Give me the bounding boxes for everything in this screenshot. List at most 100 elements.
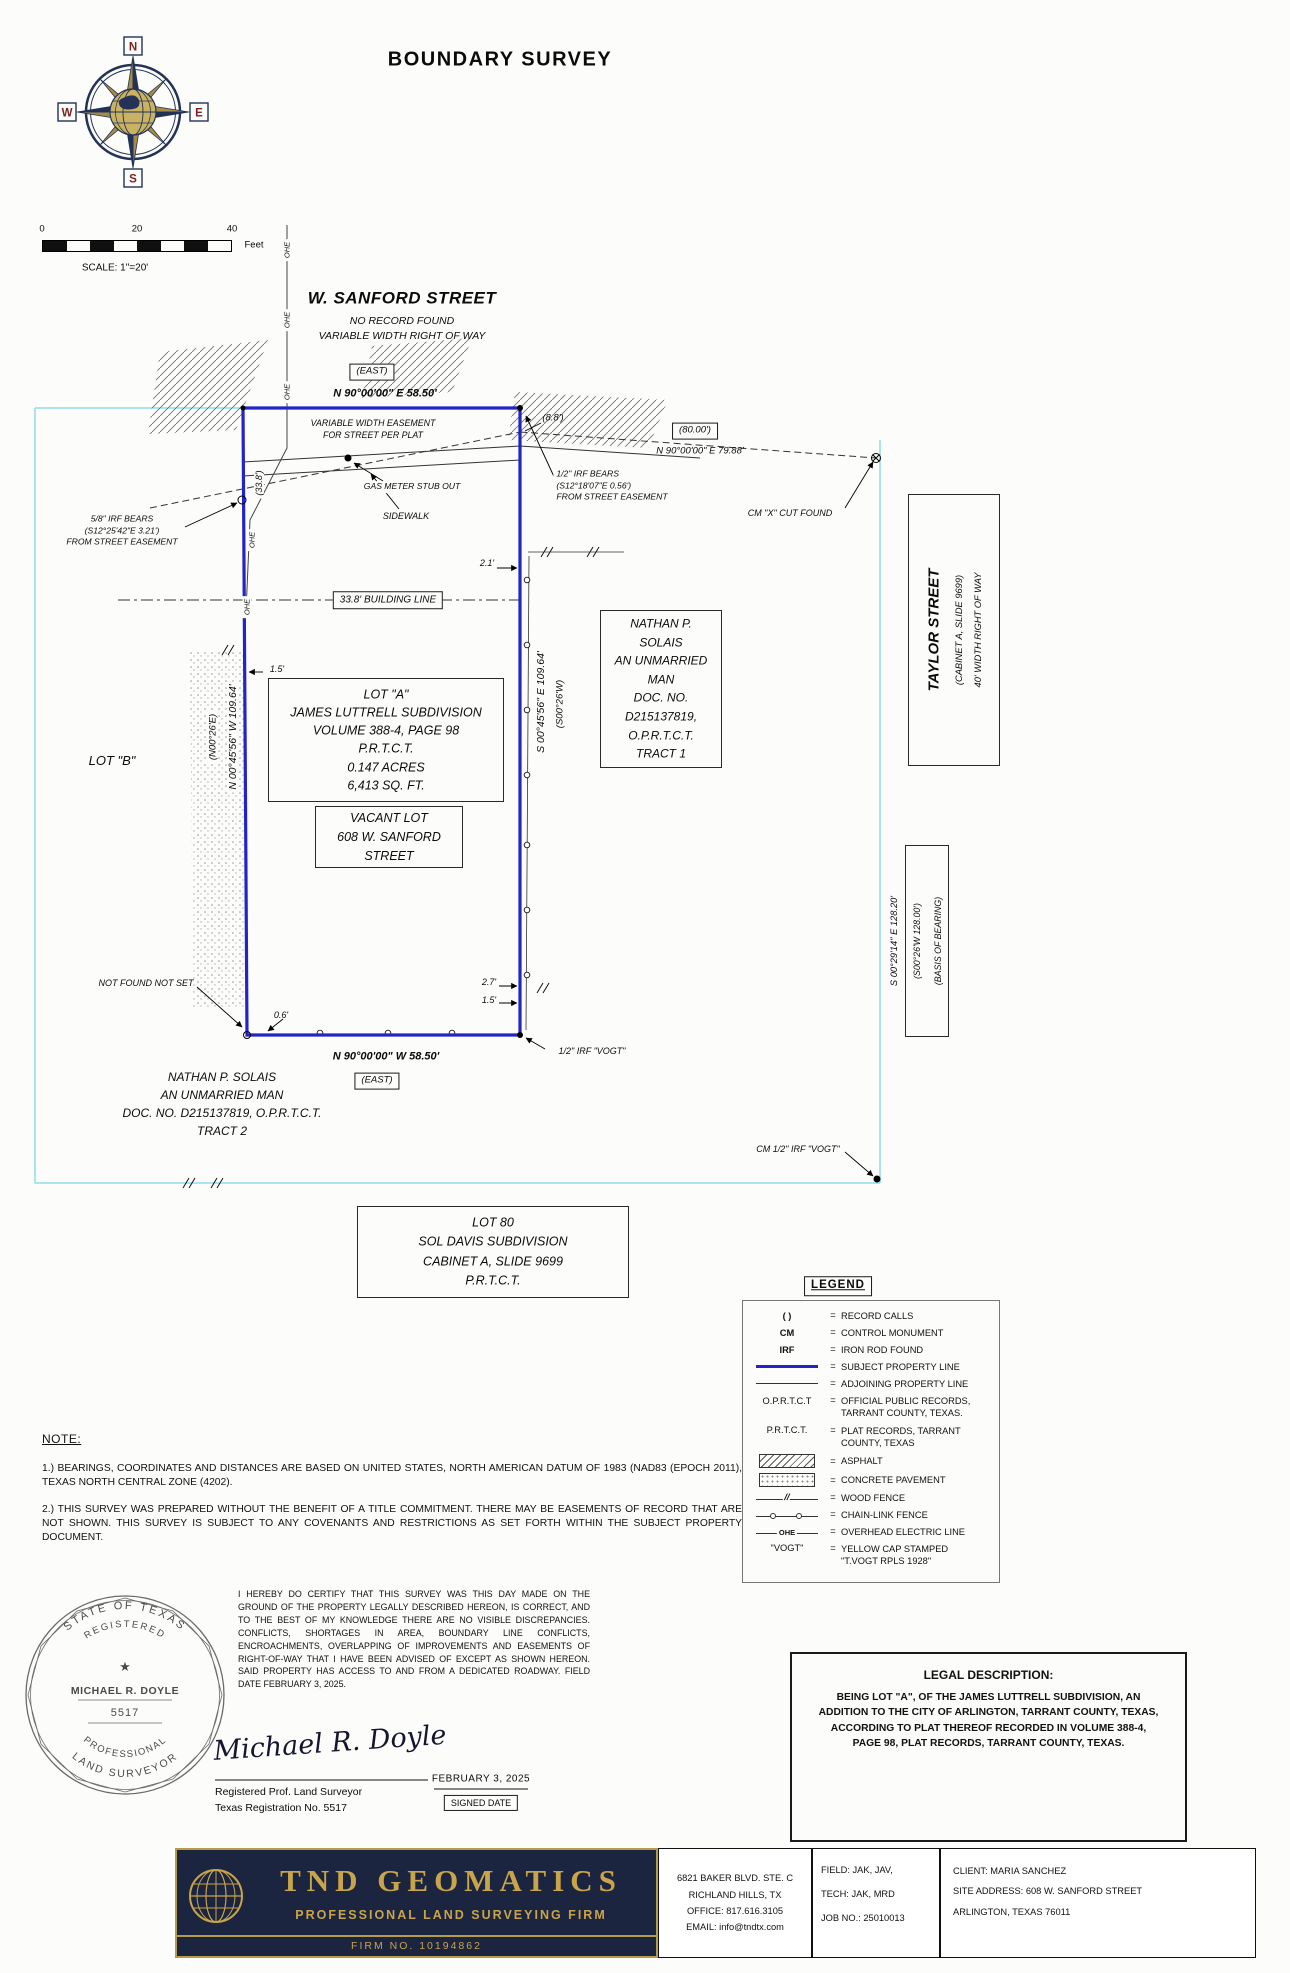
east-offset-dim-21: 2.1'	[479, 557, 495, 568]
west-boundary-bearing: N 00°45'56" W 109.64'	[227, 681, 239, 793]
south-line-record-call: (EAST)	[354, 1072, 400, 1090]
stamp-name: MICHAEL R. DOYLE	[71, 1685, 179, 1697]
lot80-box	[357, 1206, 629, 1298]
taylor-street-name: TAYLOR STREET	[925, 568, 943, 692]
tract1-text: NATHAN P. SOLAIS AN UNMARRIED MAN DOC. N…	[614, 616, 708, 761]
north-line-record-call: (EAST)	[349, 363, 395, 381]
street-sub1: NO RECORD FOUND	[349, 314, 455, 327]
scale-unit: Feet	[244, 239, 264, 251]
scale-tick-40: 40	[226, 223, 238, 235]
legend: ( ) = RECORD CALLS CM = CONTROL MONUMENT…	[742, 1300, 1000, 1584]
legal-title: LEGAL DESCRIPTION:	[923, 1668, 1054, 1682]
compass-w: W	[62, 108, 73, 120]
vacant-lot-text: VACANT LOT 608 W. SANFORD STREET	[337, 810, 441, 863]
svg-text:STATE OF TEXAS: STATE OF TEXAS	[62, 1600, 189, 1634]
note-2: 2.) THIS SURVEY WAS PREPARED WITHOUT THE…	[42, 1503, 742, 1543]
footer-address-cell: 6821 BAKER BLVD. STE. C RICHLAND HILLS, …	[658, 1848, 812, 1958]
scale-tick-20: 20	[131, 223, 143, 235]
lot-a-text: LOT "A" JAMES LUTTRELL SUBDIVISION VOLUM…	[290, 687, 482, 793]
adjoining-line-swatch	[756, 1383, 818, 1385]
svg-text:LAND SURVEYOR: LAND SURVEYOR	[70, 1750, 180, 1780]
ohe-label: OHE	[247, 528, 257, 552]
compass-n: N	[129, 42, 137, 54]
asphalt-swatch	[759, 1453, 815, 1468]
firm-name: TND GEOMATICS	[280, 1863, 622, 1898]
svg-text:PROFESSIONAL: PROFESSIONAL	[81, 1735, 169, 1761]
sw-offset-dim: 0.6'	[273, 1009, 289, 1020]
legend-item-asphalt: = ASPHALT	[749, 1453, 993, 1468]
taylor-street-cabinet: (CABINET A, SLIDE 9699)	[954, 574, 964, 686]
east-boundary-record: (S00°26'W)	[554, 676, 566, 732]
building-line-label: 33.8' BUILDING LINE	[332, 591, 444, 609]
concrete-swatch	[759, 1472, 815, 1487]
compass-rose: N E W S	[57, 36, 209, 188]
notes-section: NOTE: 1.) BEARINGS, COORDINATES AND DIST…	[42, 1432, 742, 1544]
firm-tagline: PROFESSIONAL LAND SURVEYING FIRM	[295, 1908, 607, 1922]
sidewalk-label: SIDEWALK	[379, 509, 433, 523]
legal-description-box: LEGAL DESCRIPTION: BEING LOT "A", OF THE…	[790, 1652, 1187, 1842]
surveyor-signature: Michael R. Doyle	[212, 1719, 448, 1767]
footer-client-cell: CLIENT: MARIA SANCHEZ SITE ADDRESS: 608 …	[940, 1848, 1256, 1958]
west-boundary-record: (N00°26'E)	[207, 710, 219, 764]
legend-item-overhead-electric: OHE = OVERHEAD ELECTRIC LINE	[749, 1526, 993, 1538]
legend-item-control-monument: CM = CONTROL MONUMENT	[779, 1327, 944, 1339]
surveyor-seal: STATE OF TEXAS REGISTERED PROFESSIONAL L…	[25, 1595, 225, 1795]
signature-registration: Texas Registration No. 5517	[215, 1801, 347, 1814]
stamp-arc-top: STATE OF TEXAS	[62, 1600, 186, 1634]
notes-title: NOTE:	[42, 1432, 82, 1446]
legend-title: LEGEND	[804, 1276, 872, 1296]
stamp-number: 5517	[111, 1707, 139, 1719]
legend-item-record-calls: ( ) = RECORD CALLS	[749, 1310, 993, 1322]
not-found-note: NOT FOUND NOT SET	[98, 977, 194, 988]
basis-of-bearing-box	[905, 845, 949, 1037]
legend-item-concrete: = CONCRETE PAVEMENT	[749, 1472, 993, 1487]
stamp-arc-registered: REGISTERED	[82, 1619, 165, 1642]
overhead-electric-line	[245, 225, 288, 613]
legend-sym: ( )	[782, 1310, 792, 1321]
taylor-street-row: 40' WIDTH RIGHT OF WAY	[973, 572, 983, 688]
irf-nw-note: 5/8" IRF BEARS (S12°25'42"E 3.21') FROM …	[66, 513, 178, 547]
irf-vogt-note: 1/2" IRF "VOGT"	[555, 1044, 629, 1058]
lot-b-label: LOT "B"	[88, 753, 136, 769]
scale-tick-0: 0	[39, 223, 45, 235]
se-offset-dim-15: 1.5'	[481, 994, 497, 1005]
basis-bearing: S 00°29'14" E 128.20'	[889, 895, 899, 987]
certification-text: I HEREBY DO CERTIFY THAT THIS SURVEY WAS…	[238, 1589, 590, 1690]
footer-field-cell: FIELD: JAK, JAV, TECH: JAK, MRD JOB NO.:…	[812, 1848, 940, 1958]
ohe-label: OHE	[282, 238, 292, 262]
legend-item-chain-link-fence: = CHAIN-LINK FENCE	[749, 1509, 993, 1521]
ohe-swatch: OHE	[756, 1528, 818, 1538]
compass-globe-icon	[109, 88, 157, 136]
tract2-text: NATHAN P. SOLAIS AN UNMARRIED MAN DOC. N…	[122, 1070, 322, 1138]
east-boundary-bearing: S 00°45'56" E 109.64'	[535, 648, 547, 756]
cm-vogt-marker	[873, 1175, 881, 1183]
legend-item-adjoining-property-line: = ADJOINING PROPERTY LINE	[749, 1378, 993, 1390]
firm-number: FIRM NO. 10194862	[177, 1935, 656, 1956]
tract1-box	[600, 610, 722, 768]
stamp-arc-land-surveyor: LAND SURVEYOR	[70, 1750, 178, 1780]
cm-x-cut-marker	[871, 453, 881, 463]
legend-item-oprtct: O.P.R.T.C.T = OFFICIAL PUBLIC RECORDS, T…	[762, 1395, 971, 1419]
note-1: 1.) BEARINGS, COORDINATES AND DISTANCES …	[42, 1463, 742, 1488]
west-offset-dim: (33.8')	[254, 467, 264, 499]
legend-item-vogt: "VOGT" = YELLOW CAP STAMPED "T.VOGT RPLS…	[770, 1542, 949, 1567]
se-offset-dim-27: 2.7'	[481, 976, 497, 987]
scale-bar	[42, 240, 232, 252]
basis-note: (BASIS OF BEARING)	[933, 896, 943, 986]
page-title: BOUNDARY SURVEY	[387, 48, 613, 71]
ohe-label: OHE	[282, 308, 292, 332]
irf-ne-note: 1/2" IRF BEARS (S12°18'07"E 0.56') FROM …	[553, 468, 671, 504]
cm-x-cut-note: CM "X" CUT FOUND	[744, 506, 836, 520]
south-line-bearing: N 90°00'00" W 58.50'	[332, 1050, 440, 1063]
east-ext-bearing: N 90°00'00" E 79.88'	[656, 445, 744, 457]
footer-logo-block: TND GEOMATICS PROFESSIONAL LAND SURVEYIN…	[175, 1848, 658, 1958]
gas-meter-note: GAS METER STUB OUT	[360, 481, 464, 493]
signed-date-label: SIGNED DATE	[443, 1794, 519, 1812]
street-easement-note: VARIABLE WIDTH EASEMENT FOR STREET PER P…	[307, 418, 439, 442]
east-ext-record-call: (80.00')	[672, 422, 718, 440]
compass-s: S	[129, 174, 137, 186]
stamp-arc-professional: PROFESSIONAL	[81, 1735, 167, 1761]
legal-body: BEING LOT "A", OF THE JAMES LUTTRELL SUB…	[818, 1692, 1159, 1750]
signed-date-value: FEBRUARY 3, 2025	[431, 1773, 531, 1785]
